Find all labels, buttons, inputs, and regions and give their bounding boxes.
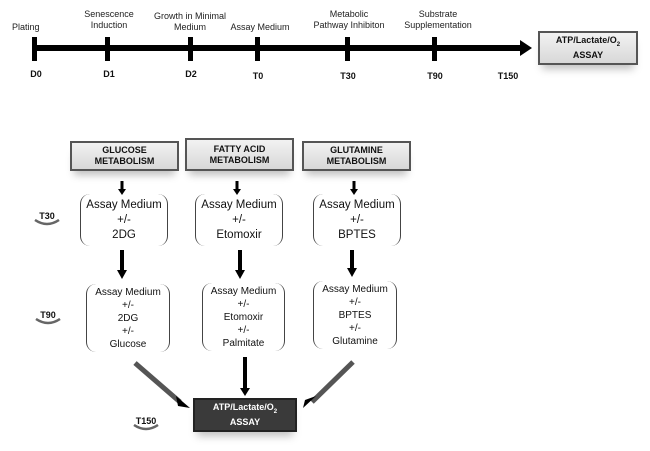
tick-label-T150: T150: [497, 71, 519, 81]
time-marker-T90: T90: [28, 310, 68, 325]
tick-D2: [188, 37, 193, 61]
step2-glutamine: Assay Medium +/- BPTES +/- Glutamine: [313, 281, 397, 349]
step-line: +/-: [232, 213, 246, 226]
time-marker-T30: T30: [27, 211, 67, 226]
timeline-label-supplementation: Substrate Supplementation: [404, 9, 472, 30]
tick-D1: [105, 37, 110, 61]
time-marker-label: T90: [40, 310, 56, 320]
step-line: +/-: [237, 298, 250, 310]
step2-glucose: Assay Medium +/- 2DG +/- Glucose: [86, 284, 170, 352]
tick-T0: [255, 37, 260, 61]
tick-D0: [32, 37, 37, 61]
header-line: METABOLISM: [326, 156, 387, 166]
step-line: +/-: [122, 299, 134, 311]
timeline-assay-box: ATP/Lactate/O2 ASSAY: [538, 31, 638, 65]
timeline-label-growth: Growth in Minimal Medium: [153, 11, 227, 32]
step1-glucose: Assay Medium +/- 2DG: [80, 194, 168, 246]
step-line: +/-: [237, 324, 250, 336]
timeline-ticks: [32, 37, 437, 61]
curved-plate-icon: [34, 219, 60, 226]
assay-box-line1: ATP/Lactate/O: [555, 34, 617, 45]
tick-label-D2: D2: [185, 69, 197, 79]
step-line: Etomoxir: [223, 311, 264, 323]
final-assay-line1: ATP/Lactate/O: [212, 401, 274, 412]
tick-T90: [432, 37, 437, 61]
step-line: Assay Medium: [210, 285, 277, 297]
step-line: Assay Medium: [201, 198, 277, 211]
header-line: FATTY ACID: [213, 143, 266, 154]
timeline-label-senescence: Senescence Induction: [84, 9, 134, 30]
final-assay-box: ATP/Lactate/O2 ASSAY: [193, 398, 297, 432]
timeline-arrowhead: [520, 40, 532, 56]
time-marker-label: T30: [39, 211, 55, 221]
tick-label-D0: D0: [30, 69, 42, 79]
step1-fatty-acid: Assay Medium +/- Etomoxir: [195, 194, 283, 246]
arrows-to-final-assay: [133, 357, 355, 408]
step-line: Assay Medium: [95, 286, 161, 298]
tick-label-D1: D1: [103, 69, 115, 79]
step-line: Etomoxir: [216, 228, 262, 241]
step1-glutamine: Assay Medium +/- BPTES: [313, 194, 401, 246]
step-line: Assay Medium: [86, 198, 162, 211]
step-line: +/-: [117, 213, 131, 226]
step-line: +/-: [349, 296, 361, 308]
curved-plate-icon: [133, 424, 159, 431]
step-line: Palmitate: [222, 337, 265, 349]
curved-plate-icon: [35, 318, 61, 325]
timeline-bar: [33, 45, 523, 51]
timeline-label-plating: Plating: [12, 22, 40, 32]
step-line: +/-: [349, 322, 361, 334]
tick-label-T0: T0: [252, 71, 264, 81]
header-glucose-metabolism: GLUCOSE METABOLISM: [70, 141, 179, 171]
step2-fatty-acid: Assay Medium +/- Etomoxir +/- Palmitate: [202, 283, 285, 351]
tick-label-T30: T30: [340, 71, 356, 81]
tick-T30: [345, 37, 350, 61]
header-line: METABOLISM: [94, 156, 155, 166]
final-assay-subscript: 2: [273, 408, 278, 415]
step-line: +/-: [122, 325, 134, 337]
step-line: Glucose: [109, 338, 147, 350]
timeline-label-inhibition: Metabolic Pathway Inhibiton: [313, 9, 385, 30]
header-fatty-acid-metabolism: FATTY ACID METABOLISM: [185, 138, 294, 171]
step-line: BPTES: [338, 309, 372, 321]
step-line: 2DG: [112, 228, 136, 241]
header-line: GLUTAMINE: [330, 145, 383, 155]
header-glutamine-metabolism: GLUTAMINE METABOLISM: [302, 141, 411, 171]
header-line: GLUCOSE: [102, 145, 147, 155]
final-assay-line2: ASSAY: [229, 417, 261, 428]
header-line: METABOLISM: [209, 154, 270, 165]
step-line: Assay Medium: [319, 198, 395, 211]
step-line: Assay Medium: [322, 283, 388, 295]
step-line: +/-: [350, 213, 364, 226]
timeline-label-assay-medium: Assay Medium: [230, 22, 290, 32]
arrows-header-to-step1: [118, 181, 358, 195]
step-line: 2DG: [117, 312, 139, 324]
step-line: BPTES: [338, 228, 376, 241]
tick-label-T90: T90: [427, 71, 443, 81]
arrows-step1-to-step2: [117, 250, 357, 279]
assay-box-subscript: 2: [616, 41, 621, 48]
step-line: Glutamine: [332, 335, 378, 347]
assay-box-line2: ASSAY: [572, 50, 604, 61]
time-marker-label: T150: [135, 416, 157, 426]
time-marker-T150: T150: [126, 416, 166, 431]
